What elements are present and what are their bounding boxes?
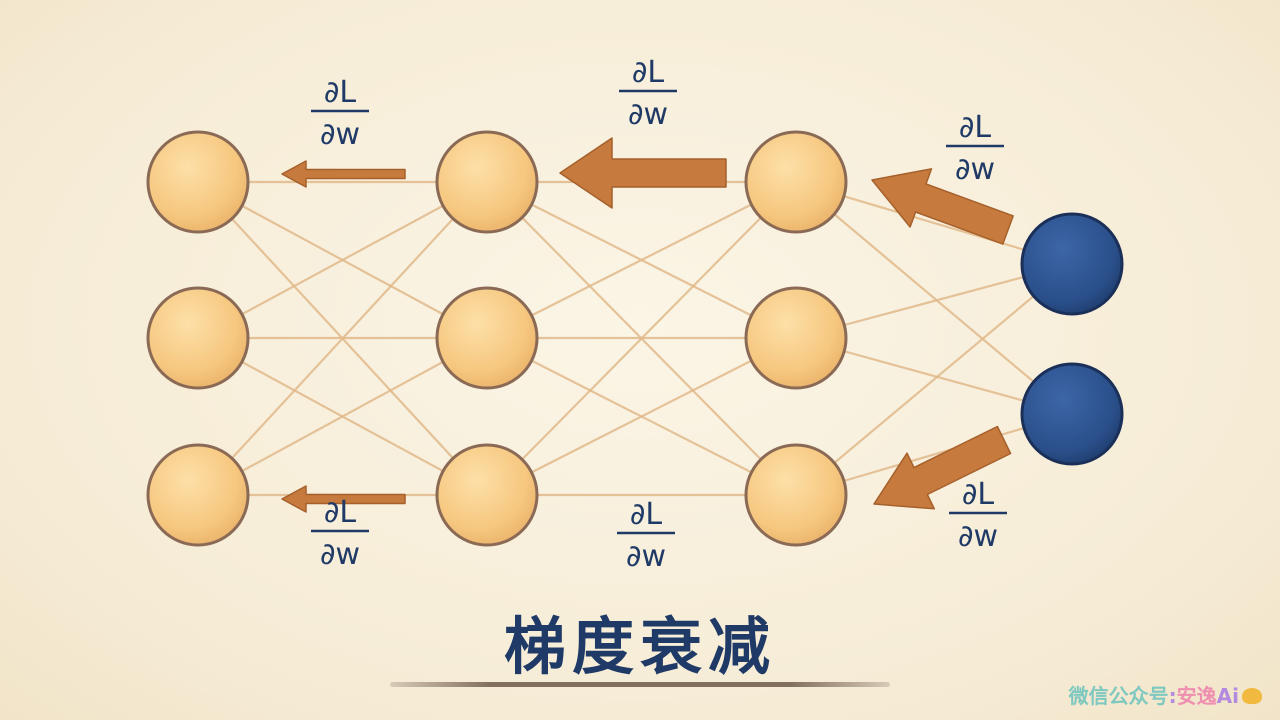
gradient-label-bottom-middle: ∂L ∂w [617, 497, 675, 574]
connection-layer-3-1-to-2 [795, 181, 1073, 415]
connection-layer-2-3-to-2 [486, 337, 797, 496]
connection-layer-2-3-to-1 [486, 181, 797, 496]
gradient-denominator: ∂w [626, 539, 666, 574]
gradient-arrow-middle-top [559, 137, 727, 209]
watermark-name: 安逸 [1176, 684, 1217, 708]
gradient-numerator: ∂L [962, 477, 995, 512]
output-node-output-2 [1020, 362, 1124, 466]
output-node-output-1 [1020, 212, 1124, 316]
hidden-node-layer-1-1 [146, 130, 250, 234]
gradient-arrow-left-top [281, 160, 406, 188]
gradient-denominator: ∂w [320, 537, 360, 572]
gradient-label-top-right: ∂L ∂w [946, 110, 1004, 187]
gradient-label-top-middle: ∂L ∂w [619, 55, 677, 132]
gradient-denominator: ∂w [628, 97, 668, 132]
duck-icon [1242, 688, 1262, 704]
gradient-label-bottom-right: ∂L ∂w [949, 477, 1007, 554]
gradient-arrow-left-bottom [281, 485, 406, 513]
hidden-node-layer-3-2 [744, 286, 848, 390]
network-nodes [146, 130, 1124, 547]
gradient-label-top-left: ∂L ∂w [311, 75, 369, 152]
watermark-separator: : [1168, 684, 1177, 708]
gradient-arrow-output-top [871, 168, 1014, 245]
hidden-node-layer-3-3 [744, 443, 848, 547]
hidden-node-layer-1-3 [146, 443, 250, 547]
hidden-node-layer-2-2 [435, 286, 539, 390]
connection-layer-1-3-to-1 [197, 181, 488, 496]
connections [197, 180, 1073, 497]
gradient-numerator: ∂L [632, 55, 665, 90]
gradient-labels: ∂L ∂w ∂L ∂w ∂L ∂w ∂L ∂w ∂L ∂w ∂L ∂w [311, 55, 1007, 574]
gradient-numerator: ∂L [959, 110, 992, 145]
gradient-label-bottom-left: ∂L ∂w [311, 495, 369, 572]
watermark: 微信公众号:安逸Ai [1069, 680, 1262, 709]
gradient-numerator: ∂L [324, 75, 357, 110]
connection-layer-3-3-to-1 [795, 263, 1073, 496]
gradient-numerator: ∂L [324, 495, 357, 530]
title-underline [390, 682, 890, 687]
hidden-node-layer-3-1 [744, 130, 848, 234]
gradient-denominator: ∂w [955, 152, 995, 187]
watermark-prefix: 微信公众号 [1068, 684, 1169, 708]
gradient-numerator: ∂L [630, 497, 663, 532]
hidden-node-layer-2-3 [435, 443, 539, 547]
gradient-arrows [281, 137, 1014, 513]
connection-layer-2-2-to-1 [486, 181, 797, 339]
watermark-ai: Ai [1216, 684, 1239, 708]
gradient-arrow-output-bottom [873, 425, 1012, 510]
connection-layer-1-2-to-1 [197, 181, 488, 339]
diagram-title: 梯度衰减 [503, 610, 776, 683]
connection-layer-1-3-to-2 [197, 337, 488, 496]
gradient-denominator: ∂w [320, 117, 360, 152]
gradient-denominator: ∂w [958, 519, 998, 554]
hidden-node-layer-2-1 [435, 130, 539, 234]
hidden-node-layer-1-2 [146, 286, 250, 390]
